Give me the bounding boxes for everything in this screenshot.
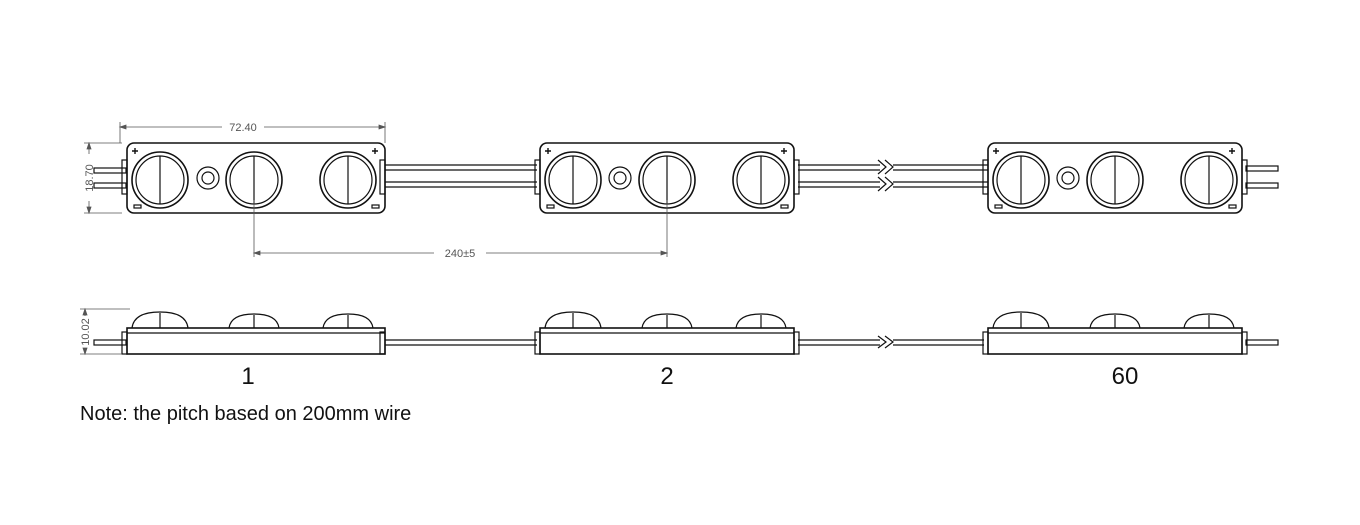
module-label-2: 2 (660, 363, 673, 390)
top-view (93, 142, 1279, 214)
lens-center (225, 151, 283, 209)
input-leads (93, 167, 127, 189)
module-1-top (121, 142, 386, 214)
module-60-side (982, 311, 1248, 355)
top-view-dimensions (84, 122, 669, 257)
lens-center (638, 151, 696, 209)
wire-2-60-side (798, 335, 984, 349)
mount-hole (608, 166, 632, 190)
module-label-1: 1 (241, 363, 254, 390)
wire-break-symbol-top (877, 159, 894, 192)
lens-left (131, 151, 189, 209)
wire-2-60-top (798, 164, 988, 188)
module-1-side (121, 311, 386, 355)
output-leads (1245, 165, 1279, 189)
lens-left (992, 151, 1050, 209)
module-2-side (534, 311, 800, 355)
wire-1-2-top (385, 164, 537, 188)
lens-right (732, 151, 790, 209)
module-length-dimension: 72.40 (229, 122, 257, 134)
module-height-dimension: 10.02 (80, 318, 92, 346)
module-label-60: 60 (1112, 363, 1139, 390)
mount-hole (1056, 166, 1080, 190)
lens-right (319, 151, 377, 209)
side-view-dimensions (80, 307, 130, 356)
lens-right (1180, 151, 1238, 209)
lens-left (544, 151, 602, 209)
side-leads (93, 339, 1279, 346)
lens-center (1086, 151, 1144, 209)
module-60-top (982, 142, 1248, 214)
mount-hole (196, 166, 220, 190)
side-view (93, 311, 1279, 355)
pitch-dimension: 240±5 (445, 248, 476, 260)
pitch-note: Note: the pitch based on 200mm wire (80, 403, 412, 425)
module-width-dimension: 18.70 (84, 164, 96, 192)
wire-1-2-side (385, 339, 537, 346)
